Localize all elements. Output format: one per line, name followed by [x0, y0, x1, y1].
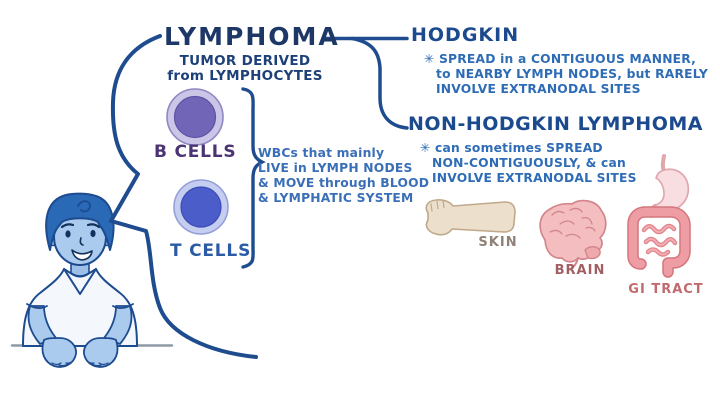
right-eye: [90, 229, 96, 238]
right-eyebrow: [86, 223, 101, 229]
t-cells-label: T CELLS: [170, 241, 252, 261]
wbc-note-line: & MOVE through BLOOD: [258, 176, 430, 190]
hodgkin-points: ✳ SPREAD in a CONTIGUOUS MANNER, to NEAR…: [424, 52, 708, 96]
b-cell-icon: [166, 88, 224, 146]
shirt: [22, 268, 138, 347]
t-cell-icon: [173, 179, 229, 235]
right-sleeve-hem: [112, 303, 134, 309]
left-hand: [41, 337, 77, 368]
hodgkin-point-line: ✳ SPREAD in a CONTIGUOUS MANNER,: [424, 52, 697, 66]
speech-bubble-outline: [109, 34, 258, 359]
lymphoma-title: LYMPHOMA: [164, 22, 340, 51]
non-hodgkin-points: ✳ can sometimes SPREAD NON-CONTIGUOUSLY,…: [420, 141, 637, 185]
nose: [79, 237, 84, 246]
lymphoma-to-non-hodgkin-line: [350, 36, 409, 130]
non-hodgkin-point-line: INVOLVE EXTRANODAL SITES: [432, 170, 637, 185]
stomach: [654, 168, 690, 212]
left-eyebrow: [60, 223, 75, 229]
gi-tract-icon: [627, 154, 691, 278]
colon: [628, 207, 690, 277]
b-cells-label: B CELLS: [154, 142, 237, 162]
gi-tract-label: GI TRACT: [628, 282, 704, 297]
lymphoma-definition: TUMOR DERIVED from LYMPHOCYTES: [160, 54, 330, 84]
right-hand-fingers: [86, 360, 109, 367]
right-hand: [83, 337, 119, 368]
hodgkin-heading: HODGKIN: [411, 24, 520, 46]
curly-brace-icon: [241, 87, 266, 269]
gyri-lines: [549, 207, 596, 239]
brainstem: [569, 257, 579, 270]
left-eye: [65, 230, 71, 238]
hodgkin-point-line: to NEARBY LYMPH NODES, but RARELY: [436, 66, 708, 81]
definition-line: TUMOR DERIVED: [179, 53, 311, 69]
hair-curl: [77, 200, 91, 213]
brain-label: BRAIN: [554, 263, 606, 278]
left-sleeve-hem: [26, 303, 48, 309]
esophagus: [660, 154, 666, 173]
wbc-note: WBCs that mainly LIVE in LYMPH NODES & M…: [258, 146, 429, 206]
wbc-note-line: LIVE in LYMPH NODES: [258, 161, 413, 175]
mouth: [71, 249, 93, 261]
non-hodgkin-heading: NON-HODGKIN LYMPHOMA: [408, 113, 703, 135]
left-hand-fingers: [51, 360, 74, 367]
brain-icon: [539, 199, 607, 270]
connector-lines: [321, 36, 409, 130]
cerebellum: [584, 246, 601, 260]
wbc-note-line: WBCs that mainly: [258, 146, 385, 160]
wbc-note-line: & LYMPHATIC SYSTEM: [258, 191, 414, 205]
fist-finger-lines: [430, 199, 445, 212]
non-hodgkin-point-line: ✳ can sometimes SPREAD: [420, 141, 603, 155]
small-intestine-highlight: [643, 225, 676, 256]
skin-arm-icon: [425, 199, 516, 236]
hodgkin-point-line: INVOLVE EXTRANODAL SITES: [436, 81, 641, 96]
non-hodgkin-point-line: NON-CONTIGUOUSLY, & can: [432, 155, 626, 170]
skin-label: SKIN: [478, 235, 518, 250]
hair: [45, 192, 115, 251]
narrator-illustration: [22, 192, 138, 368]
definition-line: from LYMPHOCYTES: [167, 68, 323, 84]
v-neck-collar: [63, 268, 97, 295]
